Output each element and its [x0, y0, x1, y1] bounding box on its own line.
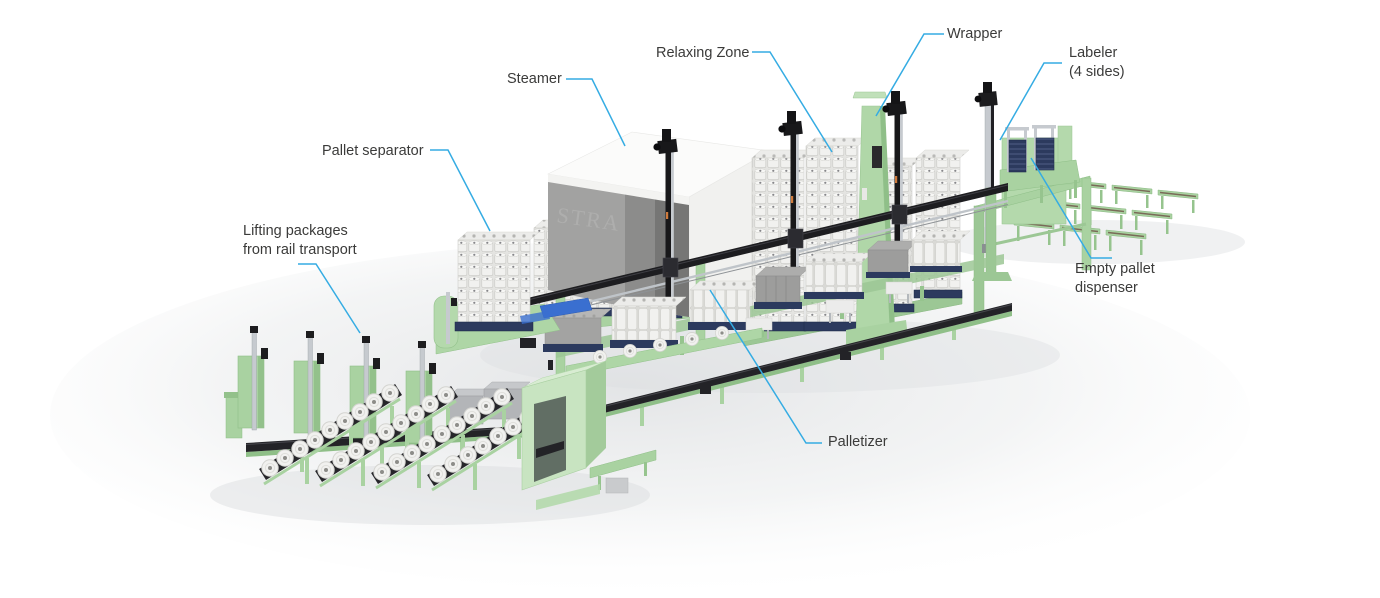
leader-palletizer-line [709, 289, 822, 444]
bobbin-pallet [910, 230, 971, 272]
callout-labeler-label: Labeler (4 sides) [1069, 45, 1125, 80]
leader-labeler-line [999, 62, 1062, 141]
conveyor-module [1111, 184, 1153, 208]
callout-lifting-label: Lifting packages from rail transport [243, 223, 357, 258]
infeed-lifting-stations [224, 326, 570, 492]
leader-lifting-line [298, 263, 361, 334]
pallet-separator-machine [433, 231, 593, 355]
palletizer-floor-line [543, 230, 1004, 378]
callout-wrapper-label: Wrapper [947, 26, 1003, 42]
empty-pallet-dispenser-machine [999, 125, 1081, 208]
service-table [885, 281, 913, 303]
bobbin-pallet [804, 252, 873, 299]
blue-pallet-stack [520, 311, 550, 324]
callout-relaxing-zone-label: Relaxing Zone [656, 45, 750, 61]
palletizer-gantry [510, 91, 1012, 389]
leader-lines [298, 33, 1112, 444]
leader-relaxing-zone-line [752, 51, 833, 153]
callout-steamer-label: Steamer [507, 71, 562, 87]
bobbin-pallet [610, 296, 687, 348]
conveyor-module [1105, 229, 1147, 255]
lifting-station [237, 326, 268, 431]
conveyor-module [1157, 189, 1199, 213]
lifting-mast [882, 91, 908, 262]
bobbin-stack [454, 231, 540, 332]
conveyor-module [1131, 209, 1173, 234]
dunnage-stack [866, 240, 919, 278]
empty-pallet-stack [1035, 137, 1055, 171]
front-transfer-pieces [536, 449, 657, 510]
callout-empty-pallet-dispenser-label: Empty pallet dispenser [1075, 261, 1155, 296]
leader-wrapper-line [875, 33, 944, 117]
infeed-roll-conveyor [259, 384, 402, 486]
leader-pallet-separator-line [430, 149, 491, 232]
infeed-roll-conveyor [371, 388, 514, 490]
empty-pallet-stack [1008, 139, 1027, 173]
leader-steamer-line [566, 78, 626, 147]
dunnage-stack [754, 266, 811, 309]
callout-pallet-separator-label: Pallet separator [322, 143, 424, 159]
lifting-mast [653, 129, 679, 302]
callout-palletizer-label: Palletizer [828, 434, 888, 450]
lifting-station [293, 331, 324, 436]
service-table [825, 299, 855, 323]
infeed-roll-conveyor [315, 386, 458, 488]
lifting-mast [778, 111, 804, 280]
conveyor-tunnel [521, 360, 607, 491]
leader-empty-pallet-line [1030, 157, 1112, 259]
